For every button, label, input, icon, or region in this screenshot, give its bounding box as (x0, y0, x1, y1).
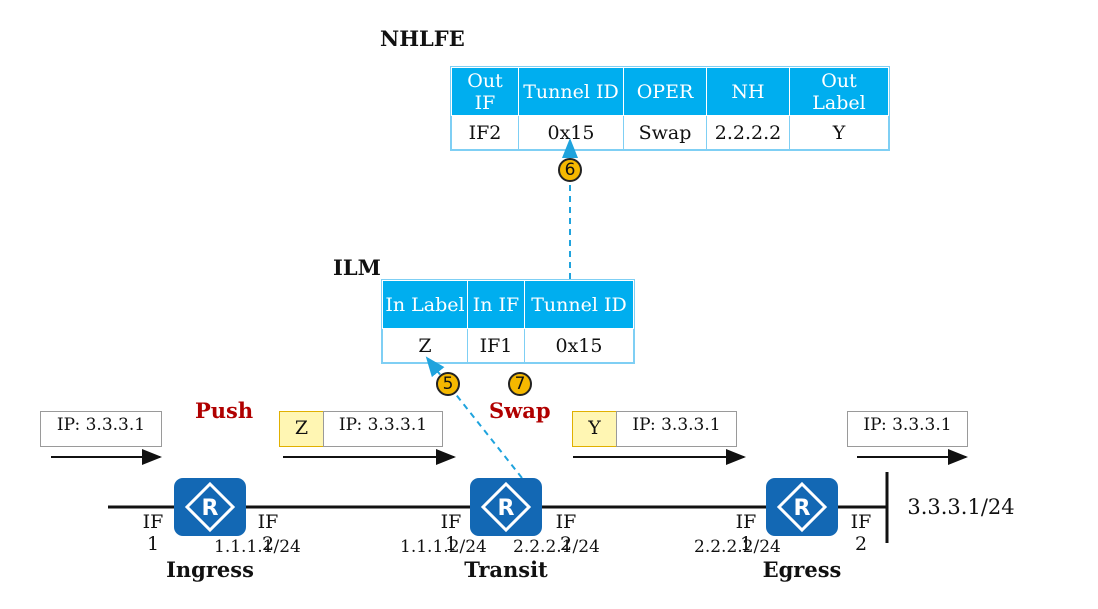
nhlfe-header-out-label: Out Label (789, 67, 889, 116)
svg-text:R: R (794, 496, 811, 521)
transit-if2-label: IF 2 (555, 511, 577, 555)
packet-ip-3: IP: 3.3.3.1 (616, 411, 737, 447)
lookup-arrow-ilm (425, 356, 523, 479)
egress-if1-label: IF 1 (735, 511, 757, 555)
router-egress[interactable]: R (766, 478, 838, 536)
destination-network: 3.3.3.1/24 (907, 495, 1015, 519)
nhlfe-cell-out-label: Y (789, 115, 889, 150)
nhlfe-header-nh: NH (706, 67, 790, 116)
ilm-cell-tunnel-id: 0x15 (524, 328, 634, 363)
transit-if1-label: IF 1 (440, 511, 462, 555)
ilm-title: ILM (333, 255, 381, 280)
transit-if2-address: 2.2.2.1/24 (513, 537, 600, 557)
transit-if1-address: 1.1.1.2/24 (400, 537, 487, 557)
step-badge-7: 7 (508, 372, 532, 396)
router-transit[interactable]: R (470, 478, 542, 536)
packet-ip-1: IP: 3.3.3.1 (40, 411, 162, 447)
nhlfe-title: NHLFE (380, 26, 465, 51)
ingress-if2-label: IF 2 (257, 511, 279, 555)
svg-text:R: R (498, 496, 515, 521)
ingress-name: Ingress (166, 557, 254, 582)
egress-name: Egress (762, 557, 842, 582)
ingress-if1-label: IF 1 (142, 511, 164, 555)
packet-label-y: Y (572, 411, 617, 447)
ilm-header-in-if: In IF (467, 280, 525, 329)
router-icon: R (480, 481, 532, 533)
egress-if2-label: IF 2 (850, 511, 872, 555)
svg-text:R: R (202, 496, 219, 521)
nhlfe-cell-tunnel-id: 0x15 (518, 115, 624, 150)
nhlfe-cell-nh: 2.2.2.2 (706, 115, 790, 150)
ilm-header-tunnel-id: Tunnel ID (524, 280, 634, 329)
nhlfe-table: Out IF Tunnel ID OPER NH Out Label IF2 0… (450, 66, 890, 151)
nhlfe-cell-oper: Swap (623, 115, 707, 150)
push-operation: Push (195, 398, 254, 423)
packet-ip-4: IP: 3.3.3.1 (847, 411, 968, 447)
swap-operation: Swap (489, 398, 551, 423)
packet-label-z: Z (279, 411, 324, 447)
ilm-cell-in-label: Z (382, 328, 468, 363)
nhlfe-cell-out-if: IF2 (451, 115, 519, 150)
ingress-if2-address: 1.1.1.1/24 (214, 537, 301, 557)
router-icon: R (184, 481, 236, 533)
packet-ip-2: IP: 3.3.3.1 (323, 411, 443, 447)
nhlfe-header-out-if: Out IF (451, 67, 519, 116)
transit-name: Transit (464, 557, 548, 582)
step-badge-5: 5 (436, 372, 460, 396)
ilm-cell-in-if: IF1 (467, 328, 525, 363)
router-ingress[interactable]: R (174, 478, 246, 536)
egress-if1-address: 2.2.2.2/24 (694, 537, 781, 557)
nhlfe-header-tunnel-id: Tunnel ID (518, 67, 624, 116)
ilm-table: In Label In IF Tunnel ID Z IF1 0x15 (381, 279, 635, 364)
router-icon: R (776, 481, 828, 533)
nhlfe-header-oper: OPER (623, 67, 707, 116)
step-badge-6: 6 (558, 158, 582, 182)
